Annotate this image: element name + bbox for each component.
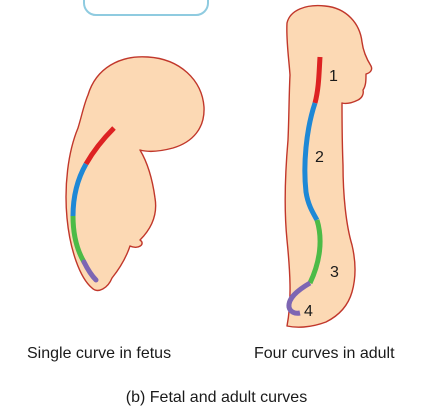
fetus-body: [66, 57, 204, 291]
figure-caption: (b) Fetal and adult curves: [0, 389, 433, 407]
adult-figure: 1 2 3 4: [285, 6, 371, 328]
curve-number-2: 2: [315, 149, 324, 166]
curve-number-3: 3: [330, 264, 339, 281]
fetus-figure: [66, 57, 204, 291]
curve-number-1: 1: [329, 68, 338, 85]
top-frame-box: [84, 0, 208, 15]
fetus-label: Single curve in fetus: [27, 345, 171, 363]
adult-body: [285, 6, 371, 328]
curve-number-4: 4: [304, 303, 313, 320]
adult-label: Four curves in adult: [254, 345, 395, 363]
